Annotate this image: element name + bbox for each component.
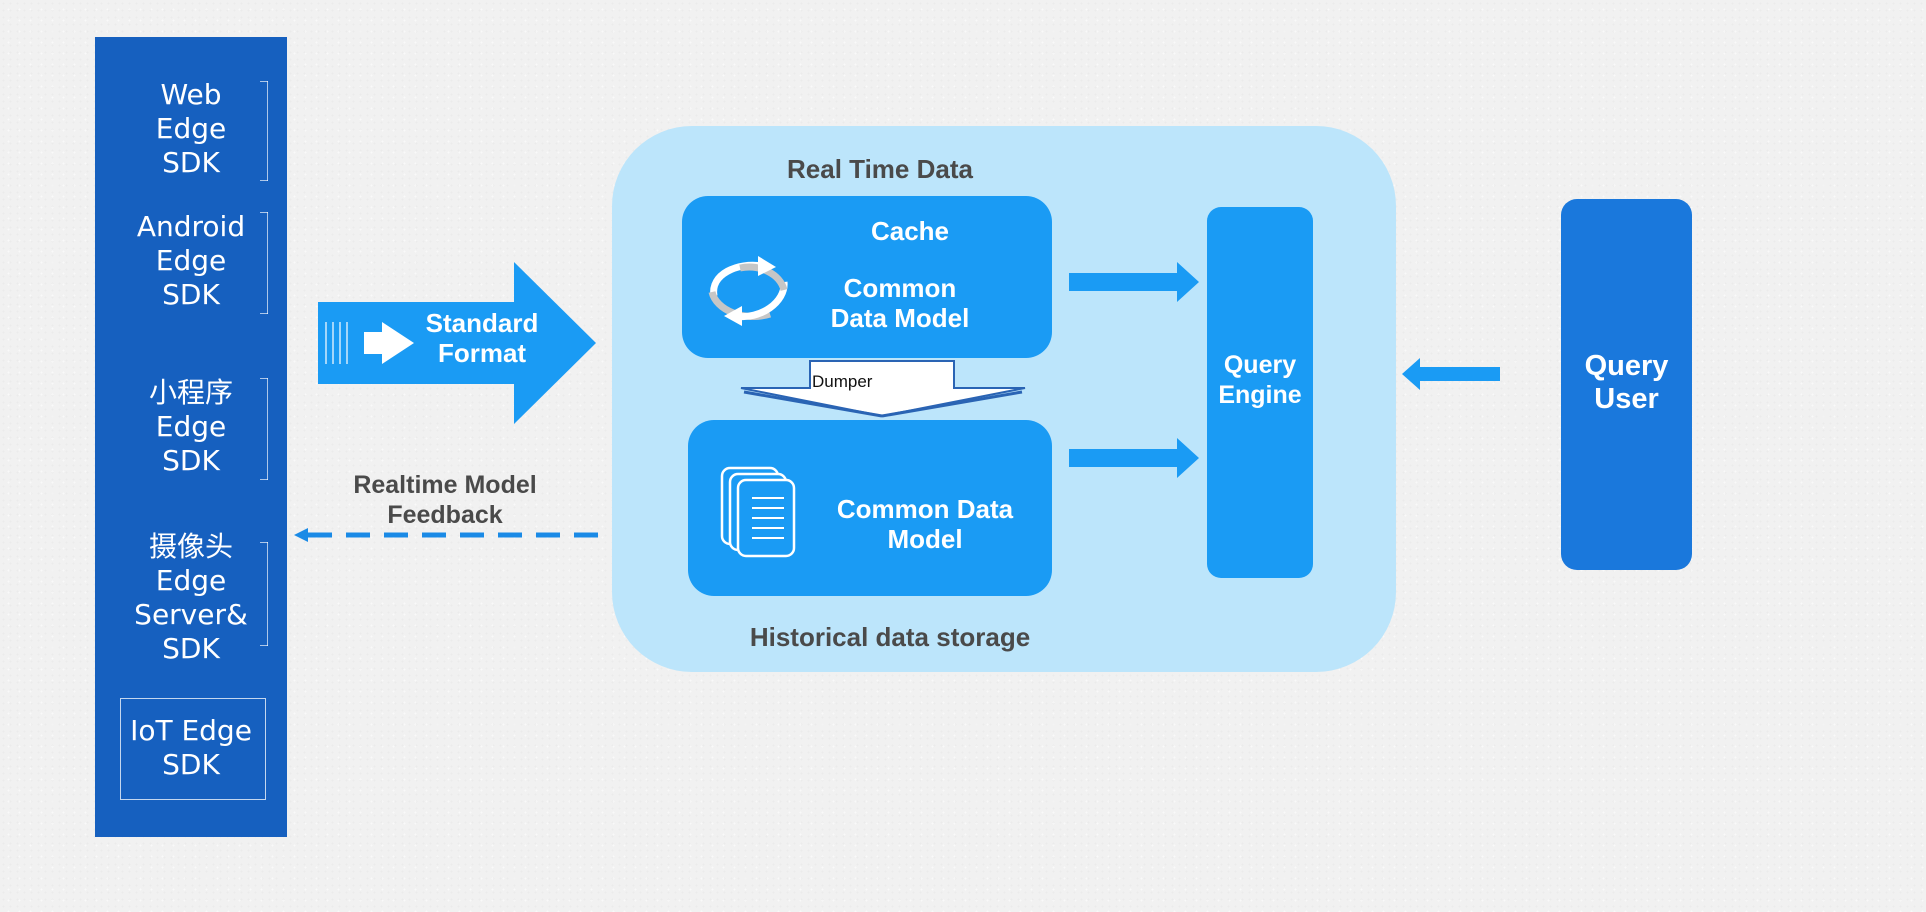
sdk-miniprogram-edge: 小程序 Edge SDK <box>148 376 233 477</box>
sdk-android-edge: Android Edge SDK <box>136 210 246 311</box>
document-stack-icon <box>720 466 796 558</box>
realtime-data-title: Real Time Data <box>787 154 973 184</box>
query-user-label: Query User <box>1584 350 1669 415</box>
feedback-dashed-arrow-icon <box>294 528 606 542</box>
historical-common-data-model-label: Common Data Model <box>836 494 1014 554</box>
sdk-sources-panel: Web Edge SDK Android Edge SDK 小程序 Edge S… <box>95 37 287 837</box>
sdk-iot-box <box>120 698 266 800</box>
sdk-miniprogram-bracket <box>260 378 268 480</box>
arrow-right-icon <box>1069 262 1199 302</box>
standard-format-arrow-icon <box>318 262 596 424</box>
cache-box <box>682 196 1052 358</box>
arrow-left-icon <box>1402 358 1500 390</box>
refresh-icon <box>708 256 788 326</box>
arrow-right-icon <box>1069 438 1199 478</box>
cache-label: Cache <box>870 216 950 246</box>
query-engine-box <box>1207 207 1313 578</box>
dumper-label: Dumper <box>812 372 873 391</box>
standard-format-label: Standard Format <box>425 308 539 368</box>
historical-data-storage-title: Historical data storage <box>749 622 1031 652</box>
arrow-right-icon <box>364 322 414 364</box>
sdk-web-edge: Web Edge SDK <box>155 78 227 179</box>
realtime-model-feedback-label: Realtime Model Feedback <box>353 471 537 529</box>
query-user-box <box>1561 199 1692 570</box>
sdk-camera-edge-server: 摄像头 Edge Server& SDK <box>134 530 248 665</box>
sdk-web-bracket <box>260 81 268 181</box>
cache-common-data-model-label: Common Data Model <box>830 273 970 333</box>
dumper-arrow-down-icon <box>740 360 1026 418</box>
sdk-android-bracket <box>260 212 268 314</box>
sdk-camera-bracket <box>260 542 268 646</box>
query-engine-label: Query Engine <box>1218 351 1302 409</box>
sdk-iot-edge: IoT Edge SDK <box>130 714 252 781</box>
